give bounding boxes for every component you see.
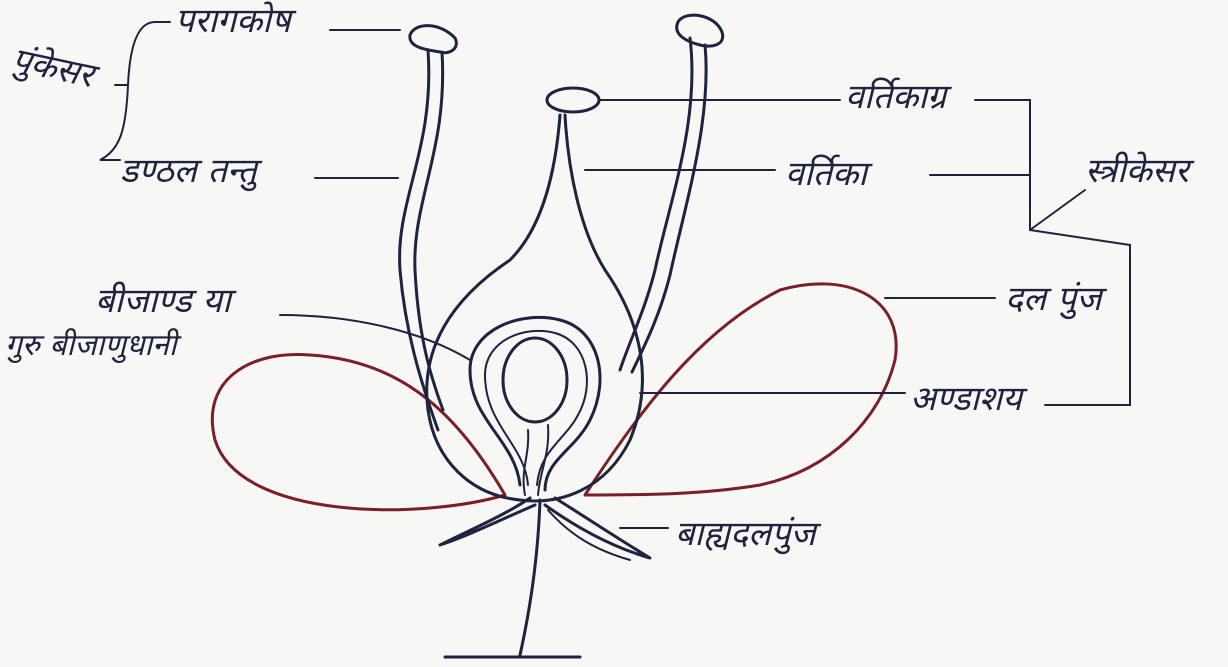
ovule-inner [503, 338, 567, 422]
left-filament-inner [415, 52, 443, 410]
bracket-pistil [930, 100, 1130, 405]
label-stamen: पुंकेसर [8, 40, 103, 98]
right-anther [677, 15, 723, 46]
label-calyx: बाह्यदलपुंज [675, 514, 821, 555]
left-anther [410, 26, 456, 53]
sepal-right-2 [548, 510, 630, 560]
ovary-outline [427, 115, 643, 501]
label-pistil: स्त्रीकेसर [1085, 151, 1195, 191]
label-ovary: अण्डाशय [910, 379, 1028, 419]
ovule-mid [485, 331, 587, 485]
label-filament: डण्ठल तन्तु [120, 151, 263, 192]
petal-right [585, 284, 896, 495]
label-ovule-line1: बीजाण्ड या [95, 281, 237, 321]
stem [520, 500, 540, 655]
leader-ovule [280, 315, 470, 360]
label-stigma: वर्तिकाग्र [845, 77, 952, 117]
label-style: वर्तिका [785, 154, 873, 194]
petal-left [212, 354, 505, 509]
label-ovule-line2: गुरु बीजाणुधानी [5, 328, 182, 364]
label-anther: परागकोष [175, 1, 297, 41]
bracket-stamen [100, 22, 170, 160]
stigma [547, 88, 599, 112]
label-corolla: दल पुंज [1005, 279, 1107, 320]
